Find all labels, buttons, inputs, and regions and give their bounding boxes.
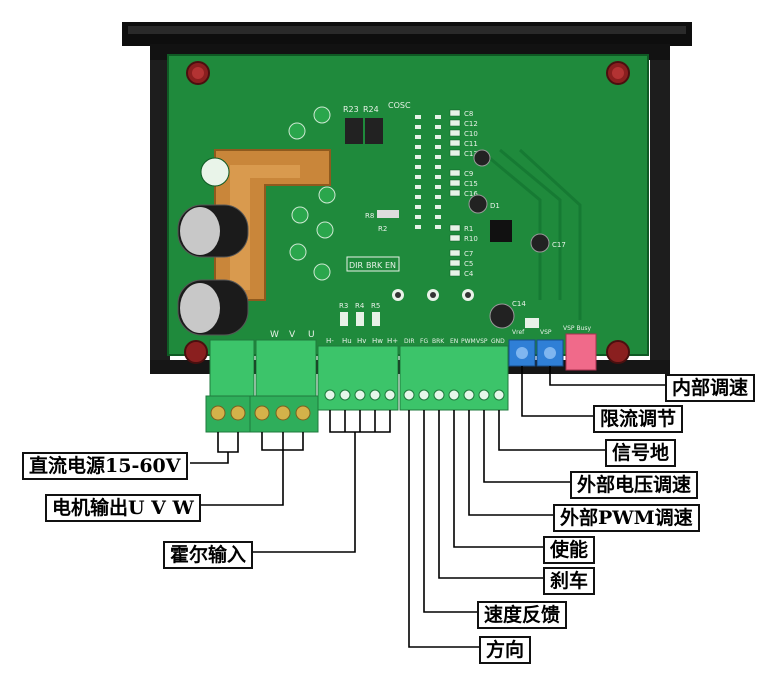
hall-terminal-block[interactable] xyxy=(317,345,399,411)
silk-sig-brk: BRK xyxy=(432,338,445,345)
silk-c5: C5 xyxy=(464,260,473,268)
silk-c8: C8 xyxy=(464,110,473,118)
internal-speed-pot[interactable] xyxy=(536,339,564,367)
callout-hall-input: 霍尔输入 xyxy=(163,541,254,569)
silk-c16: C16 xyxy=(464,190,478,198)
silk-cosc: COSC xyxy=(388,101,411,110)
silk-c10: C10 xyxy=(464,130,478,138)
callout-internal-speed: 内部调速 xyxy=(665,374,756,402)
silk-c4: C4 xyxy=(464,270,474,278)
silk-vsp: VSP xyxy=(540,329,552,336)
dip-switch[interactable] xyxy=(565,333,597,371)
silk-hall-hw: Hw xyxy=(372,337,383,345)
callout-direction: 方向 xyxy=(479,636,532,664)
silk-hall-hplus: H+ xyxy=(387,337,398,345)
silk-sig-fg: FG xyxy=(420,338,428,345)
silk-sig-en: EN xyxy=(450,338,458,345)
callout-signal-ground: 信号地 xyxy=(605,439,677,467)
silk-motor-u: U xyxy=(308,330,315,340)
silk-r2: R2 xyxy=(378,225,387,233)
silk-sig-gnd: GND xyxy=(491,338,505,345)
silk-c7: C7 xyxy=(464,250,473,258)
silk-r5: R5 xyxy=(371,302,380,310)
silk-motor-v: V xyxy=(289,330,296,340)
silk-c11: C11 xyxy=(464,140,478,148)
silk-c15: C15 xyxy=(464,180,478,188)
silk-c14: C14 xyxy=(512,300,526,308)
callout-speed-feedback: 速度反馈 xyxy=(477,601,568,629)
callout-motor-output: 电机输出U V W xyxy=(45,494,201,522)
motor-terminal-block[interactable] xyxy=(249,339,319,433)
silk-d1: D1 xyxy=(490,202,500,210)
signal-terminal-block[interactable] xyxy=(399,345,509,411)
callout-enable: 使能 xyxy=(543,536,596,564)
silk-sig-dir: DIR xyxy=(404,338,415,345)
current-limit-pot[interactable] xyxy=(508,339,536,367)
silk-r10: R10 xyxy=(464,235,478,243)
callout-external-voltage-speed: 外部电压调速 xyxy=(570,471,699,499)
power-terminal-block[interactable] xyxy=(205,339,255,433)
silk-r3: R3 xyxy=(339,302,348,310)
silk-r8: R8 xyxy=(365,212,374,220)
silk-jumper-en: EN xyxy=(385,261,396,270)
silk-vsp-busy: VSP Busy xyxy=(563,325,591,332)
callout-external-pwm-speed: 外部PWM调速 xyxy=(553,504,700,532)
callout-brake: 刹车 xyxy=(543,567,596,595)
silk-r23: R23 xyxy=(343,105,359,114)
silk-r4: R4 xyxy=(355,302,365,310)
silk-r24: R24 xyxy=(363,105,379,114)
callout-dc-power: 直流电源15-60V xyxy=(22,452,188,480)
silk-motor-w: W xyxy=(270,330,279,340)
silk-vref: Vref xyxy=(512,329,525,336)
pcb: R23 R24 COSC C8 C12 xyxy=(167,54,649,364)
silk-hall-hminus: H- xyxy=(326,337,334,345)
silk-jumper-brk: BRK xyxy=(366,261,383,270)
silk-hall-hu: Hu xyxy=(342,337,352,345)
silk-hall-hv: Hv xyxy=(357,337,366,345)
silk-c12: C12 xyxy=(464,120,478,128)
leader-lines xyxy=(190,366,665,648)
silk-c13: C13 xyxy=(464,150,478,158)
callout-current-limit: 限流调节 xyxy=(593,405,684,433)
silk-c9: C9 xyxy=(464,170,473,178)
silk-c17: C17 xyxy=(552,241,566,249)
silk-sig-vsp: VSP xyxy=(476,338,488,345)
silk-sig-pwm: PWM xyxy=(461,338,476,345)
silk-r1: R1 xyxy=(464,225,473,233)
silk-jumper-dir: DIR xyxy=(349,261,364,270)
